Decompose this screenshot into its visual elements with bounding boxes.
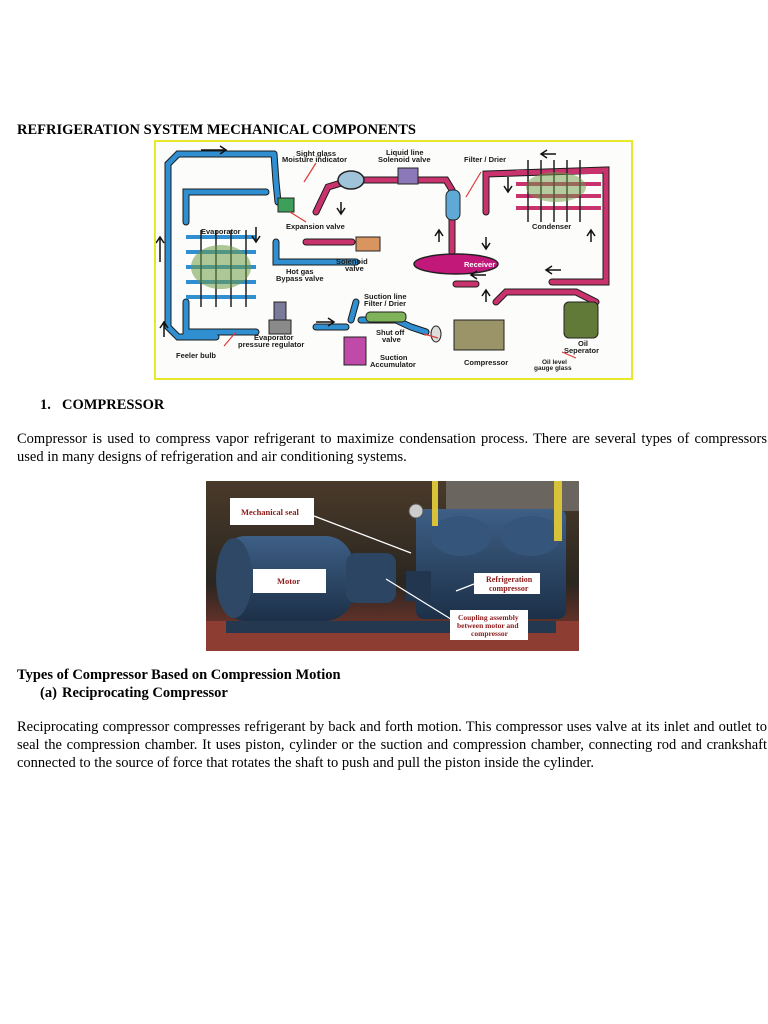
diagram-label-suction-line: Suction line xyxy=(364,292,407,301)
diagram-label-evaporator: Evaporator xyxy=(201,227,241,236)
diagram-label-valve-2: valve xyxy=(382,335,401,344)
compressor-photo: Mechanical seal Motor Refrigeration comp… xyxy=(206,481,579,651)
subsection-number: (a) xyxy=(40,685,57,701)
diagram-label-solenoid: Solenoid xyxy=(336,257,368,266)
diagram-label-evaporator-2: Evaporator xyxy=(254,333,294,342)
diagram-label-oil: Oil xyxy=(578,339,588,348)
diagram-label-oil-level: Oil level xyxy=(542,359,567,366)
page-title: REFRIGERATION SYSTEM MECHANICAL COMPONEN… xyxy=(17,122,416,138)
diagram-label-moisture-indicator: Moisture indicator xyxy=(282,155,347,164)
diagram-label-expansion-valve: Expansion valve xyxy=(286,222,345,231)
types-heading: Types of Compressor Based on Compression… xyxy=(17,667,341,683)
photo-label-coupling-1: Coupling assembly xyxy=(458,613,519,622)
subsection-heading: (a) Reciprocating Compressor xyxy=(40,685,228,702)
diagram-label-hot-gas: Hot gas xyxy=(286,267,314,276)
photo-label-refrigeration: Refrigeration xyxy=(486,575,533,584)
reciprocating-paragraph: Reciprocating compressor compresses refr… xyxy=(17,719,767,771)
photo-label-coupling-3: compressor xyxy=(471,629,509,638)
compressor-paragraph: Compressor is used to compress vapor ref… xyxy=(17,431,767,465)
diagram-label-condenser: Condenser xyxy=(532,222,571,231)
photo-label-motor: Motor xyxy=(277,576,300,586)
diagram-label-receiver: Receiver xyxy=(464,260,495,269)
diagram-label-pressure-regulator: pressure regulator xyxy=(238,340,304,349)
diagram-label-filter-drier-2: Filter / Drier xyxy=(364,299,406,308)
diagram-label-feeler-bulb: Feeler bulb xyxy=(176,351,216,360)
diagram-label-gauge-glass: gauge glass xyxy=(534,365,572,372)
diagram-label-solenoid-valve: Solenoid valve xyxy=(378,155,431,164)
refrigeration-system-diagram: Sight glass Moisture indicator Liquid li… xyxy=(154,140,633,380)
diagram-label-compressor: Compressor xyxy=(464,358,508,367)
section-number: 1. xyxy=(40,397,51,413)
subsection-title: Reciprocating Compressor xyxy=(62,685,228,701)
diagram-label-bypass-valve: Bypass valve xyxy=(276,274,324,283)
diagram-label-valve: valve xyxy=(345,264,364,273)
section-heading-compressor: 1. COMPRESSOR xyxy=(40,397,164,414)
diagram-label-shut-off: Shut off xyxy=(376,328,405,337)
section-title: COMPRESSOR xyxy=(62,397,165,413)
diagram-label-accumulator: Accumulator xyxy=(370,360,416,369)
diagram-label-sight-glass: Sight glass xyxy=(296,149,336,158)
diagram-label-liquid-line: Liquid line xyxy=(386,148,424,157)
photo-label-mechanical-seal: Mechanical seal xyxy=(241,507,299,517)
diagram-label-filter-drier: Filter / Drier xyxy=(464,155,506,164)
diagram-label-suction: Suction xyxy=(380,353,408,362)
photo-label-coupling-2: between motor and xyxy=(457,621,519,630)
diagram-label-separator: Seperator xyxy=(564,346,599,355)
photo-label-compressor: compressor xyxy=(489,584,529,593)
